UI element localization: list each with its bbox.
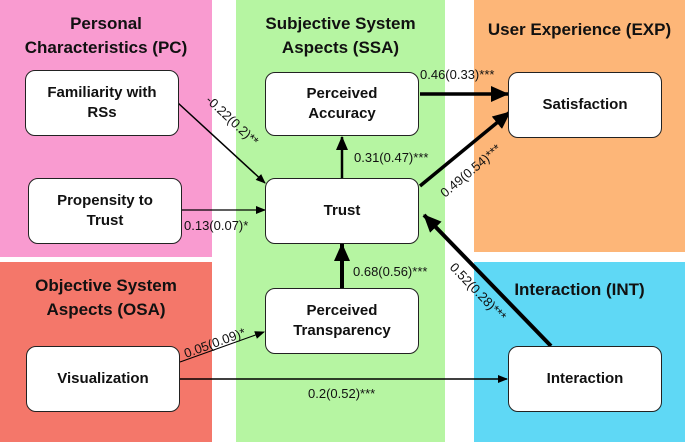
node-familiarity-label: Familiarity with RSs	[47, 84, 157, 121]
node-interaction-label: Interaction	[546, 370, 624, 387]
node-perceived-transparency[interactable]: Perceived Transparency	[265, 288, 419, 354]
edge-visualization-transparency	[179, 331, 265, 363]
edge-familiarity-trust	[177, 102, 266, 184]
ssa-region-title: Subjective System Aspects (SSA)	[265, 14, 416, 57]
node-trust[interactable]: Trust	[265, 178, 419, 244]
node-perceived-accuracy[interactable]: Perceived Accuracy	[265, 72, 419, 136]
node-satisfaction-label: Satisfaction	[542, 96, 628, 113]
node-familiarity-with-rss[interactable]: Familiarity with RSs	[25, 70, 179, 136]
edge-label-visualization-interaction: 0.2(0.52)***	[308, 386, 375, 401]
node-propensity-to-trust[interactable]: Propensity to Trust	[28, 178, 182, 244]
pc-region-title: Personal Characteristics (PC)	[24, 14, 188, 57]
edge-label-visualization-transparency: 0.05(0.09)*	[182, 325, 248, 361]
edge-interaction-trust	[422, 213, 553, 348]
edge-label-trust-satisfaction: 0.49(0.54)***	[437, 141, 504, 200]
node-trust-label: Trust	[323, 202, 361, 219]
exp-region-title: User Experience (EXP)	[487, 20, 672, 39]
node-interaction[interactable]: Interaction	[508, 346, 662, 412]
int-region-title: Interaction (INT)	[514, 280, 645, 299]
osa-region-title: Objective System Aspects (OSA)	[35, 276, 177, 319]
edge-label-propensity-trust: 0.13(0.07)*	[184, 218, 248, 233]
edge-label-transparency-trust: 0.68(0.56)***	[353, 264, 427, 279]
edge-label-trust-accuracy: 0.31(0.47)***	[354, 150, 428, 165]
edge-label-accuracy-satisfaction: 0.46(0.33)***	[420, 67, 494, 82]
node-visualization[interactable]: Visualization	[26, 346, 180, 412]
node-transparency-label: Perceived Transparency	[293, 302, 391, 339]
node-visualization-label: Visualization	[57, 370, 149, 387]
node-accuracy-label: Perceived Accuracy	[306, 85, 378, 122]
node-satisfaction[interactable]: Satisfaction	[508, 72, 662, 138]
edge-label-familiarity-trust: -0.22(0.2)**	[203, 92, 262, 148]
edge-trust-satisfaction	[418, 110, 512, 188]
node-propensity-label: Propensity to Trust	[57, 192, 153, 229]
